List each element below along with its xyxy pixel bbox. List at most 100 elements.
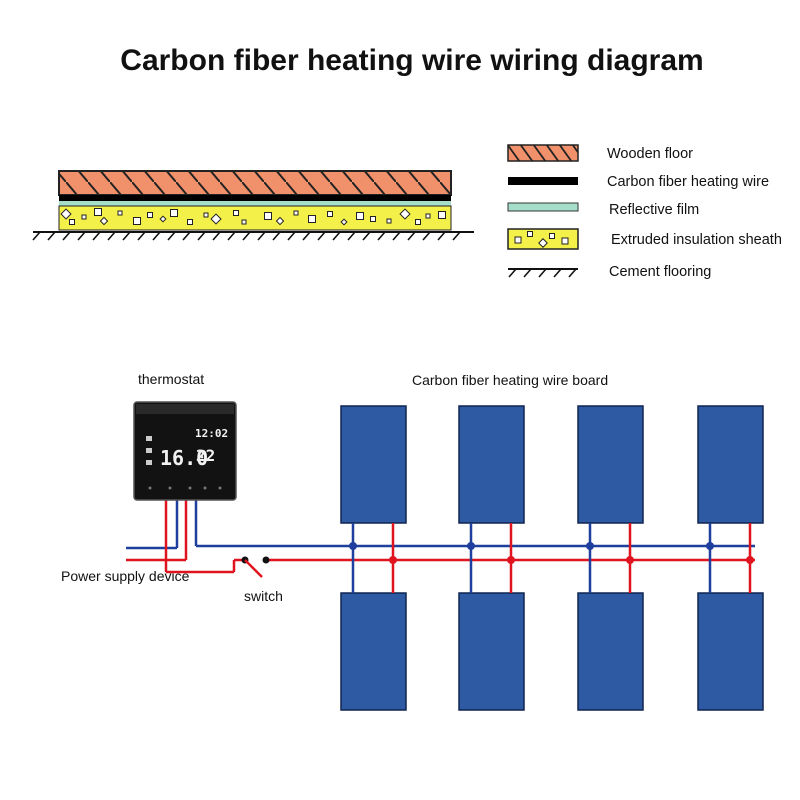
- insulation-layer: [58, 205, 452, 231]
- legend: Wooden floor Carbon fiber heating wire R…: [507, 144, 782, 280]
- insulation-granule: [233, 210, 239, 216]
- cement-tick: [47, 231, 56, 241]
- live-junction: [746, 556, 754, 564]
- heating-panel-bottom: [458, 592, 525, 711]
- cement-tick: [197, 231, 206, 241]
- cement-tick: [287, 231, 296, 241]
- thermostat-menu-button[interactable]: [168, 486, 172, 490]
- thermostat-clock-button[interactable]: [188, 486, 192, 490]
- cement-tick: [407, 231, 416, 241]
- heating-panel-bottom: [340, 592, 407, 711]
- insulation-granule: [340, 218, 348, 226]
- wooden-floor-layer: [58, 170, 452, 196]
- legend-granule: [561, 237, 569, 245]
- insulation-granule: [147, 212, 153, 218]
- neutral-junction: [467, 542, 475, 550]
- thermostat-down-button[interactable]: [218, 486, 222, 490]
- cement-tick: [167, 231, 176, 241]
- page-title: Carbon fiber heating wire wiring diagram: [120, 44, 703, 77]
- cement-tick: [122, 231, 131, 241]
- heating-panel-top: [577, 405, 644, 524]
- insulation-granule: [94, 208, 102, 216]
- legend-label-heating-wire: Carbon fiber heating wire: [607, 174, 769, 190]
- cement-tick: [347, 231, 356, 241]
- cement-tick: [227, 231, 236, 241]
- legend-cement-hatch: [508, 268, 577, 278]
- cement-tick: [92, 231, 101, 241]
- thermostat-power-button[interactable]: [148, 486, 152, 490]
- legend-label-cement: Cement flooring: [609, 264, 711, 280]
- insulation-granule: [386, 218, 392, 224]
- heating-panel-top: [340, 405, 407, 524]
- switch: [241, 556, 270, 578]
- insulation-granule: [438, 211, 446, 219]
- thermostat-heat-icon: [146, 448, 152, 453]
- insulation-granule: [60, 208, 72, 220]
- thermostat-body: [133, 401, 237, 501]
- thermostat-set-temp: 22: [196, 446, 215, 465]
- legend-insulation-granules: [514, 231, 569, 248]
- thermostat-glare: [136, 404, 234, 414]
- insulation-granule: [81, 214, 87, 220]
- insulation-granule: [99, 216, 109, 226]
- cement-tick: [257, 231, 266, 241]
- insulation-granules: [60, 208, 446, 226]
- legend-cement-tick: [523, 268, 532, 278]
- cement-tick: [137, 231, 146, 241]
- heating-wire-layer: [59, 195, 451, 201]
- insulation-granule: [69, 219, 75, 225]
- insulation-granule: [399, 208, 411, 220]
- cement-tick: [437, 231, 446, 241]
- insulation-granule: [293, 210, 299, 216]
- switch-label: switch: [244, 588, 283, 604]
- live-junction: [507, 556, 515, 564]
- insulation-granule: [210, 213, 222, 225]
- insulation-granule: [203, 212, 209, 218]
- cement-flooring-hatch: [32, 231, 461, 241]
- legend-label-wooden-floor: Wooden floor: [607, 146, 693, 162]
- thermostat-up-button[interactable]: [203, 486, 207, 490]
- insulation-granule: [170, 209, 178, 217]
- legend-swatch-reflective-film: [507, 202, 579, 212]
- cement-tick: [77, 231, 86, 241]
- insulation-granule: [187, 219, 193, 225]
- heating-panel-top: [458, 405, 525, 524]
- thermostat-mode-icon: [146, 436, 152, 441]
- legend-cement-tick: [538, 268, 547, 278]
- neutral-junction: [586, 542, 594, 550]
- insulation-granule: [425, 213, 431, 219]
- legend-label-insulation: Extruded insulation sheath: [611, 232, 782, 248]
- cement-tick: [377, 231, 386, 241]
- cement-tick: [62, 231, 71, 241]
- insulation-granule: [264, 212, 272, 220]
- insulation-granule: [327, 211, 333, 217]
- cement-tick: [32, 231, 41, 241]
- legend-cement-tick: [553, 268, 562, 278]
- neutral-junction: [349, 542, 357, 550]
- insulation-granule: [275, 216, 285, 226]
- live-junction: [626, 556, 634, 564]
- heating-panel-top: [697, 405, 764, 524]
- switch-lever: [244, 559, 263, 578]
- legend-swatch-wooden-floor: [507, 144, 579, 162]
- legend-cement-tick: [568, 268, 577, 278]
- reflective-film-layer: [59, 201, 451, 206]
- board-label: Carbon fiber heating wire board: [412, 372, 608, 388]
- insulation-granule: [117, 210, 123, 216]
- legend-granule: [514, 236, 522, 244]
- neutral-junction: [706, 542, 714, 550]
- legend-swatch-heating-wire: [508, 177, 578, 185]
- cement-tick: [107, 231, 116, 241]
- power-supply-label: Power supply device: [61, 568, 190, 584]
- thermostat-time: 12:02: [195, 427, 228, 440]
- legend-granule: [527, 231, 533, 237]
- heating-panels: [340, 405, 764, 711]
- floor-cross-section: [32, 170, 474, 241]
- live-junction: [389, 556, 397, 564]
- legend-granule: [538, 238, 548, 248]
- cement-tick: [392, 231, 401, 241]
- insulation-granule: [133, 217, 141, 225]
- insulation-granule: [415, 219, 421, 225]
- thermostat-label: thermostat: [138, 371, 204, 387]
